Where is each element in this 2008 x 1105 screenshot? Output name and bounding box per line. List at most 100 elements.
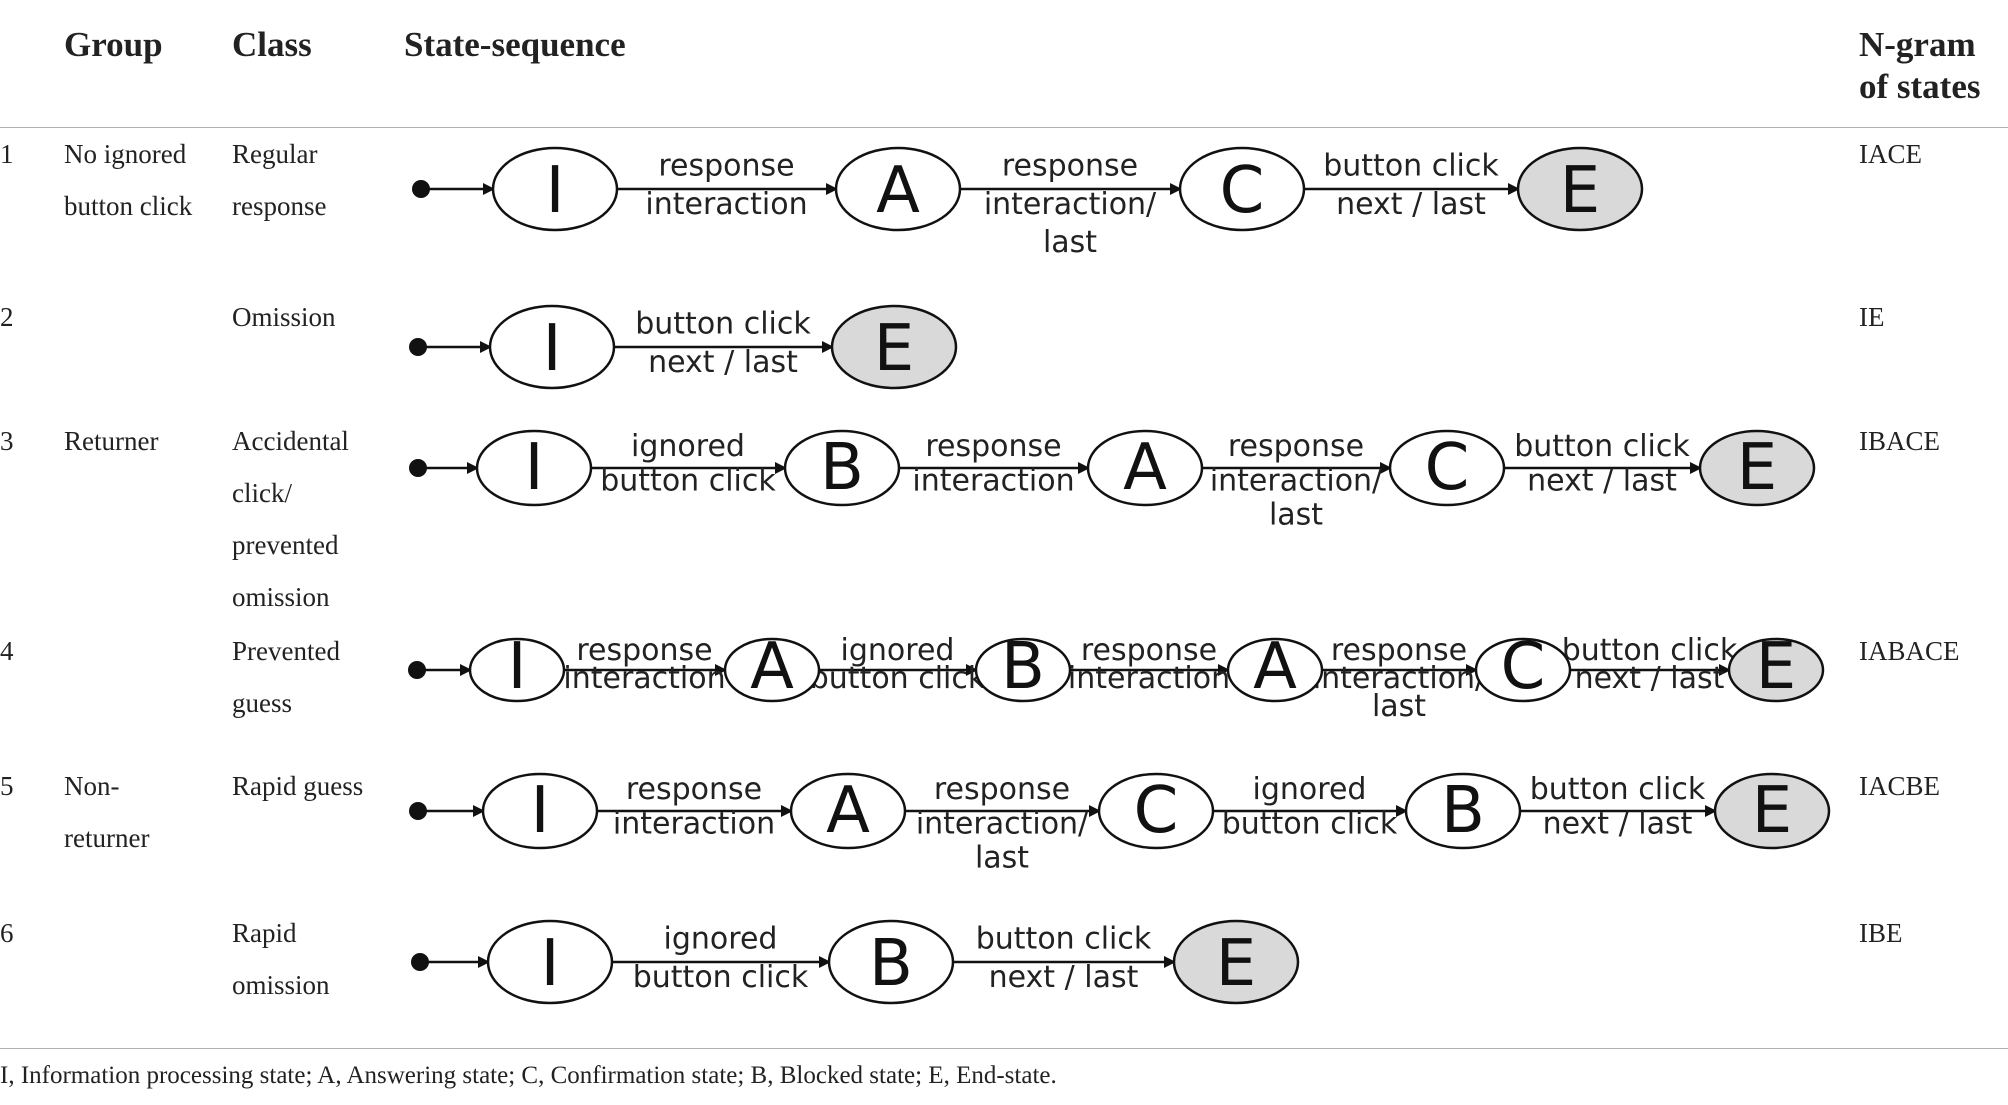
group-cell-line: No ignored <box>64 139 187 169</box>
ngram-cell: IBACE <box>1859 426 1940 456</box>
transition-label: next / last <box>1336 187 1486 222</box>
end-state-node <box>1516 146 1644 232</box>
transition-label: response <box>934 772 1070 807</box>
class-cell-line: guess <box>232 688 292 718</box>
state-label: I <box>541 927 560 1001</box>
state-node <box>974 637 1072 703</box>
group-cell-line: Returner <box>64 426 159 456</box>
header-ngram-line2: of states <box>1859 67 1981 106</box>
row-number: 6 <box>0 918 14 948</box>
end-state-node <box>1698 429 1816 507</box>
transition-label: interaction/ <box>1313 661 1486 696</box>
row-number: 3 <box>0 426 14 456</box>
state-label: A <box>1123 431 1167 505</box>
header-rule <box>0 127 2008 128</box>
transition-label: interaction/ <box>1210 463 1383 498</box>
group-cell-line: returner <box>64 823 150 853</box>
state-node <box>481 772 599 850</box>
ngram-cell: IABACE <box>1859 636 1960 666</box>
transition-label: ignored <box>664 922 778 957</box>
state-label: E <box>874 312 914 386</box>
ngram-cell: IBE <box>1859 918 1903 948</box>
class-cell-line: Rapid <box>232 918 297 948</box>
transition-label: button click <box>633 960 809 995</box>
state-node <box>468 637 566 703</box>
ngram-cell: IACE <box>1859 139 1922 169</box>
state-label: B <box>820 431 864 505</box>
transition-label: last <box>1043 225 1097 260</box>
state-label: E <box>1216 927 1256 1001</box>
transition-label: interaction <box>613 806 775 841</box>
transition-label: response <box>1331 633 1467 668</box>
transition-label: interaction <box>912 463 1074 498</box>
class-cell-line: response <box>232 191 327 221</box>
class-cell-line: prevented <box>232 530 339 560</box>
class-cell-line: Omission <box>232 302 336 332</box>
state-node <box>723 637 821 703</box>
transition-label: ignored <box>631 429 745 464</box>
end-state-node <box>1713 772 1831 850</box>
state-label: A <box>750 630 794 704</box>
end-state-node <box>830 304 958 390</box>
row-number: 2 <box>0 302 14 332</box>
state-label: E <box>1756 630 1796 704</box>
transition-label: last <box>1269 498 1323 533</box>
state-sequence-row: responseinteractionresponseinteraction/l… <box>412 146 1644 260</box>
state-node <box>1404 772 1522 850</box>
state-label: A <box>1253 630 1297 704</box>
class-cell-line: Prevented <box>232 636 340 666</box>
state-label: C <box>1501 630 1546 704</box>
transition-label: button click <box>600 463 776 498</box>
state-node <box>1097 772 1215 850</box>
state-node <box>475 429 593 507</box>
transition-label: response <box>576 633 712 668</box>
transition-label: response <box>658 149 794 184</box>
class-cell-line: Regular <box>232 139 318 169</box>
transition-label: button click <box>1514 429 1690 464</box>
transition-label: button click <box>976 922 1152 957</box>
transition-label: response <box>1228 429 1364 464</box>
transition-label: response <box>1081 633 1217 668</box>
transition-label: interaction/ <box>916 806 1089 841</box>
transition-label: response <box>925 429 1061 464</box>
state-node <box>1178 146 1306 232</box>
transition-label: ignored <box>841 633 955 668</box>
header-state-sequence: State-sequence <box>404 25 626 64</box>
state-label: C <box>1134 774 1179 848</box>
state-node <box>1086 429 1204 507</box>
transition-label: next / last <box>1543 806 1693 841</box>
state-label: A <box>876 154 920 228</box>
header-class: Class <box>232 25 312 64</box>
state-label: I <box>508 630 527 704</box>
ngram-cell: IE <box>1859 302 1885 332</box>
state-label: C <box>1220 154 1265 228</box>
ngram-cell: IACBE <box>1859 771 1940 801</box>
footer-rule <box>0 1048 2008 1049</box>
end-state-node <box>1172 919 1300 1005</box>
transition-label: ignored <box>1253 772 1367 807</box>
transition-label: last <box>975 841 1029 876</box>
state-node <box>1474 637 1572 703</box>
state-label: B <box>869 927 913 1001</box>
transition-label: interaction <box>645 187 807 222</box>
table-footnote: I, Information processing state; A, Answ… <box>0 1062 1057 1089</box>
state-sequence-row: responseinteractionresponseinteraction/l… <box>409 772 1831 876</box>
state-node <box>486 919 614 1005</box>
row-number: 5 <box>0 771 14 801</box>
state-node <box>488 304 616 390</box>
header-ngram-line1: N-gram <box>1859 25 1976 64</box>
class-cell-line: omission <box>232 970 330 1000</box>
state-node <box>834 146 962 232</box>
state-node <box>827 919 955 1005</box>
group-cell-line: button click <box>64 191 193 221</box>
state-label: I <box>543 312 562 386</box>
transition-label: interaction <box>563 661 725 696</box>
state-label: B <box>1001 630 1045 704</box>
transition-label: button click <box>1222 806 1398 841</box>
transition-label: button click <box>1530 772 1706 807</box>
